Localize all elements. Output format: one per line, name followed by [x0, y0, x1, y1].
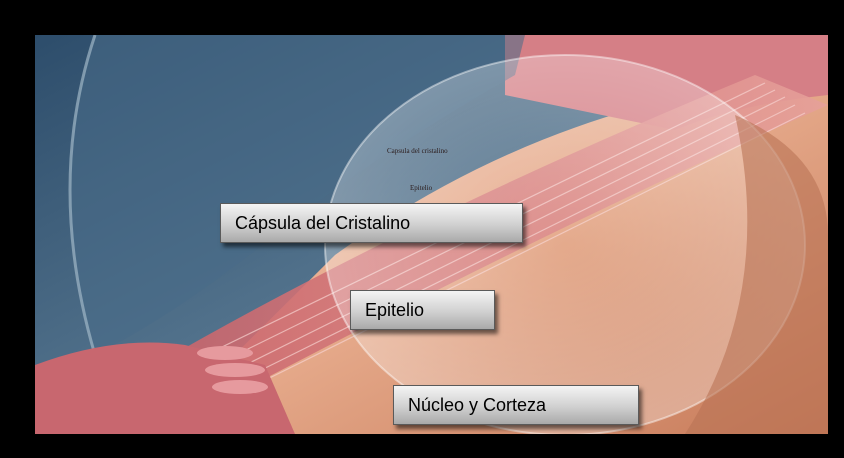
small-capsule-annotation: Capsula del cristalino: [387, 147, 448, 155]
small-epithelium-annotation: Epitelio: [410, 184, 433, 192]
nucleus-cortex-label-text: Núcleo y Corteza: [408, 394, 547, 415]
epithelium-label-text: Epitelio: [365, 299, 425, 320]
capsule-label: Cápsula del Cristalino: [220, 203, 523, 243]
epithelium-label: Epitelio: [350, 290, 495, 330]
nucleus-cortex-label: Núcleo y Corteza: [393, 385, 639, 425]
capsule-label-text: Cápsula del Cristalino: [235, 212, 411, 233]
